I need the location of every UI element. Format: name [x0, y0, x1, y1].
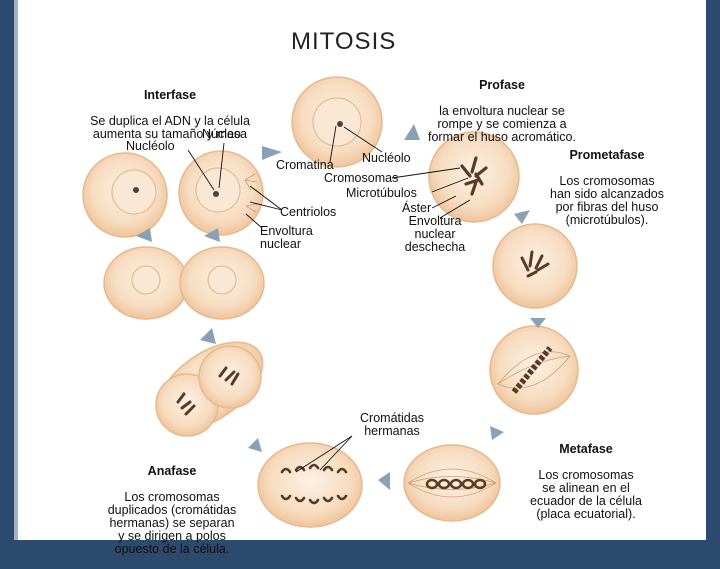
cromosomas-label: Cromosomas: [324, 172, 398, 185]
nucleolo-right-label: Nucléolo: [362, 152, 411, 165]
interfase-title: Interfase: [58, 89, 282, 102]
page-title: MITOSIS: [291, 28, 396, 56]
metafase-label: Metafase Los cromosomas se alinean en el…: [508, 430, 664, 534]
nucleo-label: Núcleo: [202, 128, 241, 141]
anaphase-cell: [142, 325, 278, 448]
metafase-description: Los cromosomas se alinean en el ecuador …: [508, 469, 664, 521]
envoltura-deschecha-label: Envoltura nuclear deschecha: [398, 215, 472, 254]
metafase-title: Metafase: [508, 443, 664, 456]
envoltura-nuclear-label: Envoltura nuclear: [260, 225, 313, 251]
metaphase-plate-cell: [404, 445, 500, 521]
anaphase-separation-cell: [258, 443, 362, 527]
interphase-cell-right: [179, 151, 263, 235]
centriolos-label: Centriolos: [280, 206, 336, 219]
profase-title: Profase: [404, 79, 600, 92]
metaphase-cell-spindle: [490, 326, 578, 414]
prometafase-label: Prometafase Los cromosomas han sido alca…: [528, 136, 686, 240]
prometafase-title: Prometafase: [528, 149, 686, 162]
anafase-label: Anafase Los cromosomas duplicados (cromá…: [92, 452, 252, 569]
interphase-cell-left: [83, 153, 167, 237]
cromatidas-hermanas-label: Cromátidas hermanas: [356, 412, 428, 438]
microtubulos-label: Microtúbulos: [346, 187, 417, 200]
nucleolo-left-label: Nucléolo: [126, 140, 175, 153]
prometafase-description: Los cromosomas han sido alcanzados por f…: [528, 175, 686, 227]
anafase-description: Los cromosomas duplicados (cromátidas he…: [92, 491, 252, 556]
cytokinesis-cells: [104, 247, 264, 319]
anafase-title: Anafase: [92, 465, 252, 478]
interfase-description: Se duplica el ADN y la célula aumenta su…: [58, 115, 282, 141]
